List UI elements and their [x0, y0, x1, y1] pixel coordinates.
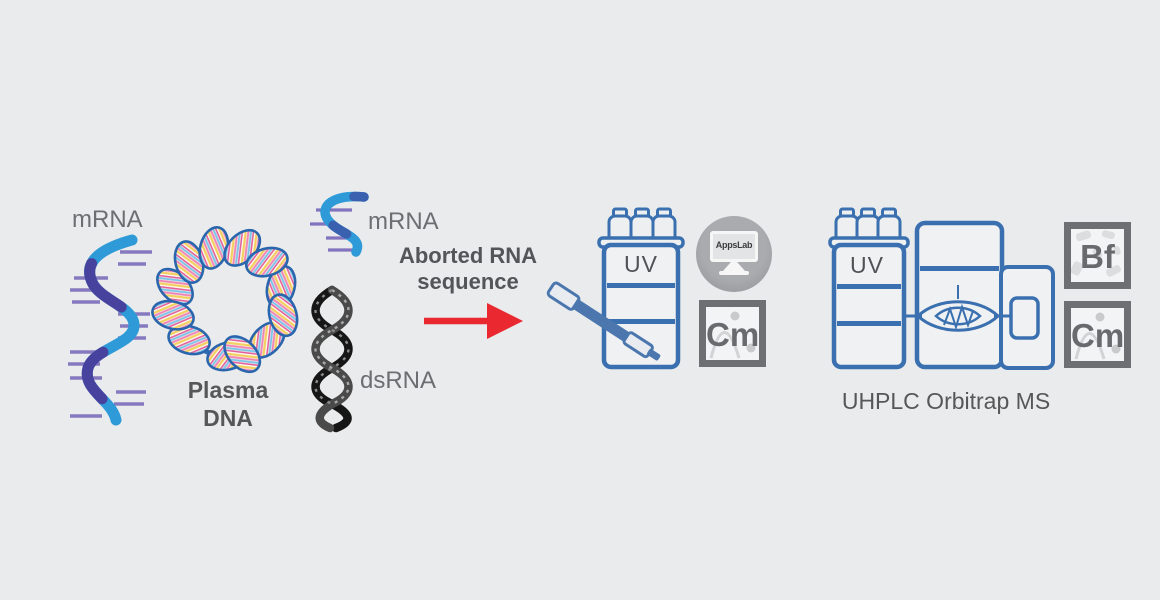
dsrna-label: dsRNA [360, 367, 437, 394]
appslab-icon: AppsLab [696, 216, 772, 292]
mrna-helix-icon [68, 234, 152, 426]
syringe-icon [546, 281, 661, 361]
plasmid-label-line1: Plasma [187, 377, 269, 403]
aborted-rna-label-line1: Aborted RNA [398, 243, 538, 268]
monitor-icon: AppsLab [710, 231, 758, 262]
chromeleon-label: Cm [706, 316, 760, 353]
mrna-top-label: mRNA [368, 208, 439, 235]
chromeleon-icon: Cm [1064, 301, 1131, 368]
appslab-label: AppsLab [715, 240, 753, 250]
orbitrap-icon [906, 285, 1010, 332]
fragments-art [1071, 230, 1121, 277]
uv-hplc-instrument [546, 207, 685, 370]
chromatogram-curve [1074, 312, 1121, 360]
uv-detector-label-1: UV [624, 251, 658, 277]
plasmid-label: Plasma DNA [158, 376, 298, 432]
chromeleon-label: Cm [1071, 317, 1125, 354]
aborted-rna-label: Aborted RNA sequence [378, 243, 558, 295]
aborted-rna-label-line2: sequence [417, 269, 519, 294]
biopharma-finder-label: Bf [1080, 238, 1115, 275]
uhplc-orbitrap-caption: UHPLC Orbitrap MS [841, 388, 1051, 414]
chromatogram-curve [709, 311, 756, 359]
uv-detector-label-2: UV [850, 252, 884, 278]
uhplc-orbitrap-instrument [828, 207, 1055, 370]
monitor-screen: AppsLab [713, 234, 755, 259]
dsrna-helix-icon [311, 285, 353, 433]
chromeleon-icon: Cm [699, 300, 766, 367]
red-arrow-icon [424, 303, 523, 339]
monitor-stand [723, 262, 745, 271]
mrna-left-label: mRNA [72, 206, 143, 233]
plasmid-label-line2: DNA [203, 405, 253, 431]
plasmid-dna-icon [151, 226, 299, 374]
biopharma-finder-icon: Bf [1064, 222, 1131, 289]
aborted-mrna-icon [310, 191, 369, 257]
monitor-stand-base [719, 271, 749, 275]
